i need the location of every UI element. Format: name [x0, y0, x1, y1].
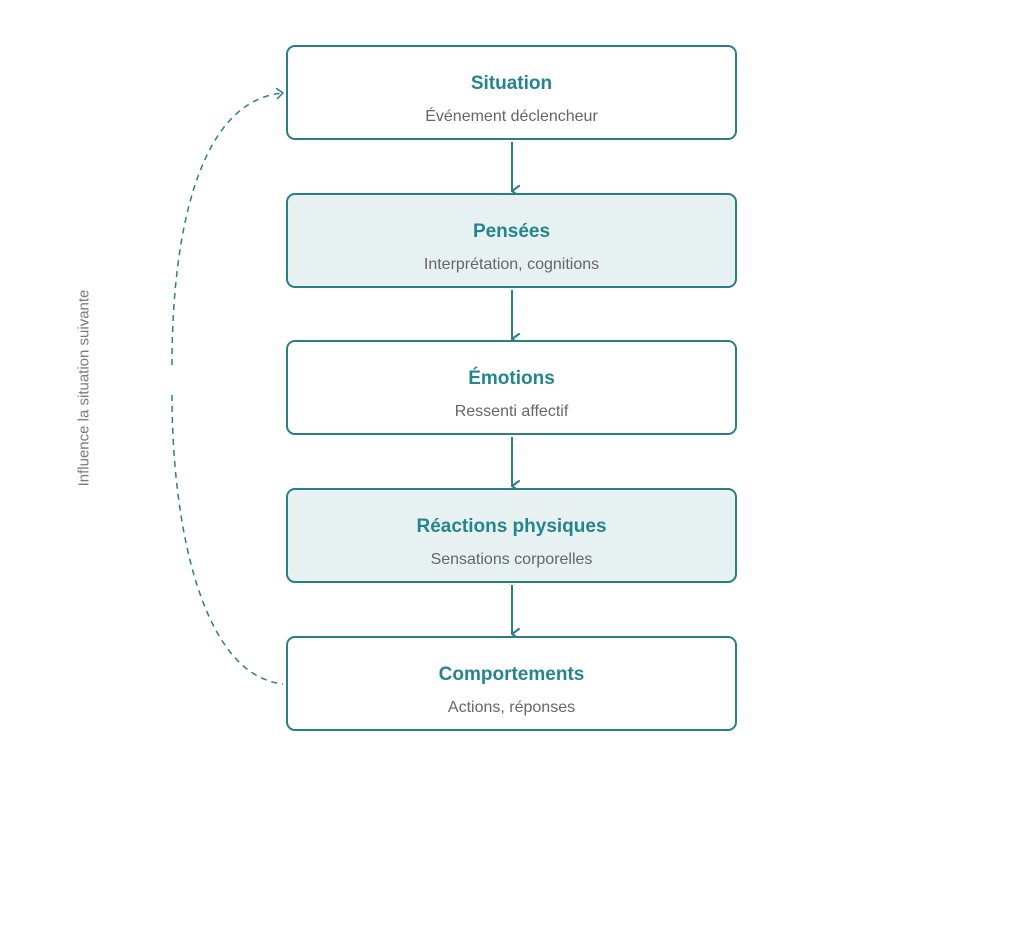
- step-situation: Situation Événement déclencheur: [286, 45, 737, 140]
- feedback-label: Influence la situation suivante: [75, 289, 93, 487]
- feedback-loop-upper: [171, 87, 284, 366]
- step-title: Réactions physiques: [416, 516, 607, 537]
- step-reactions-physiques: Réactions physiques Sensations corporell…: [286, 488, 737, 583]
- step-title: Émotions: [468, 368, 555, 389]
- step-comportements: Comportements Actions, réponses: [286, 636, 737, 731]
- feedback-loop-lower: [171, 394, 284, 685]
- step-subtitle: Sensations corporelles: [430, 551, 593, 568]
- step-subtitle: Événement déclencheur: [425, 108, 598, 125]
- step-emotions: Émotions Ressenti affectif: [286, 340, 737, 435]
- step-pensees: Pensées Interprétation, cognitions: [286, 193, 737, 288]
- step-title: Situation: [470, 73, 553, 94]
- step-subtitle: Interprétation, cognitions: [423, 256, 600, 273]
- step-subtitle: Ressenti affectif: [454, 403, 569, 420]
- step-subtitle: Actions, réponses: [447, 699, 576, 716]
- step-title: Comportements: [438, 664, 585, 685]
- step-title: Pensées: [472, 221, 551, 242]
